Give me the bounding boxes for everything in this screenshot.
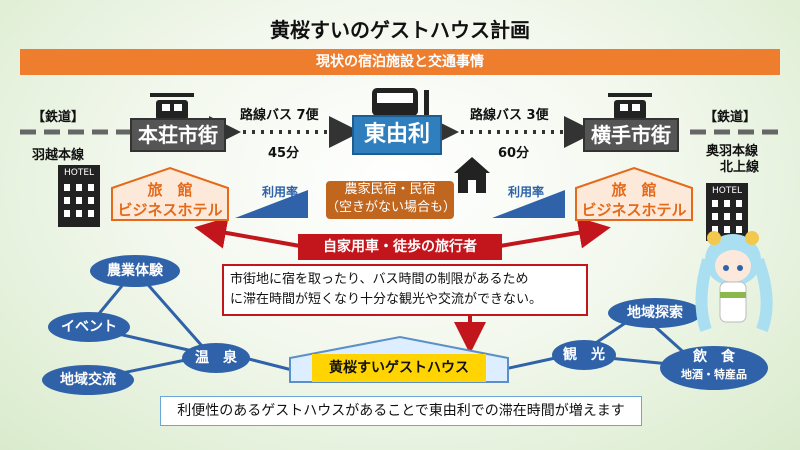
left-lodging-ryokan: 旅 館 (147, 181, 193, 199)
bubble-explore: 地域探索 (608, 298, 702, 328)
right-rail-line-2: 北上線 (720, 160, 760, 175)
bubble-sightseeing: 観 光 (552, 340, 616, 370)
right-bus-label: 路線バス 3便 (470, 108, 549, 123)
mascot-illustration (695, 231, 773, 333)
problem-line-1: 市街地に宿を取ったり、バス時間の制限があるため (230, 272, 529, 287)
problem-line-2: に滞在時間が短くなり十分な観光や交流ができない。 (230, 292, 543, 307)
bubble-agriculture: 農業体験 (90, 255, 180, 287)
section-banner: 現状の宿泊施設と交通事情 (20, 49, 780, 75)
right-lodging-business: ビジネスホテル (581, 201, 687, 219)
arrow-right (499, 216, 611, 249)
city-higashiyuri: 東由利 (352, 115, 442, 155)
right-rail-line-1: 奥羽本線 (706, 144, 759, 159)
right-bus-time: 60分 (498, 146, 530, 161)
farmstay-box: 農家民宿・民宿 （空きがない場合も） (326, 181, 457, 219)
bubble-food: 飲 食 地酒・特産品 (660, 346, 768, 390)
travelers-banner: 自家用車・徒歩の旅行者 (298, 234, 502, 260)
right-rail-tag: 【鉄道】 (704, 110, 757, 125)
left-hotel-sign: HOTEL (64, 168, 95, 178)
farmstay-title: 農家民宿・民宿 (344, 182, 436, 197)
city-honjo: 本荘市街 (130, 118, 226, 152)
house-icon (454, 157, 490, 193)
bubble-food-title: 飲 食 (693, 349, 735, 365)
city-yokote: 横手市街 (583, 118, 679, 152)
left-rail-tag: 【鉄道】 (32, 110, 85, 125)
left-lodging: 旅 館 ビジネスホテル (112, 180, 228, 220)
right-lodging: 旅 館 ビジネスホテル (576, 180, 692, 220)
left-usage-label: 利用率 (262, 185, 299, 199)
guesthouse-name: 黄桜すいゲストハウス (312, 354, 486, 382)
arrow-left (194, 217, 301, 249)
right-lodging-ryokan: 旅 館 (611, 181, 657, 199)
left-rail-line: 羽越本線 (32, 148, 85, 163)
usage-triangle-right (492, 190, 565, 218)
right-usage-label: 利用率 (508, 185, 545, 199)
right-hotel-sign: HOTEL (712, 186, 743, 196)
bubble-event: イベント (48, 312, 130, 342)
lodging-shape-right (575, 166, 693, 221)
left-lodging-business: ビジネスホテル (117, 201, 223, 219)
conclusion-text: 利便性のあるゲストハウスがあることで東由利での滞在時間が増えます (160, 396, 642, 426)
bubble-exchange: 地域交流 (42, 365, 134, 395)
farmstay-note: （空きがない場合も） (326, 200, 457, 215)
hotel-icon-left (58, 165, 100, 227)
bubble-onsen: 温 泉 (182, 343, 250, 373)
usage-triangle-left (235, 190, 308, 218)
right-rail-lines: 奥羽本線 北上線 (706, 144, 759, 176)
page-title: 黄桜すいのゲストハウス計画 (270, 18, 530, 42)
lodging-shape-left (111, 166, 229, 221)
left-bus-time: 45分 (268, 146, 300, 161)
bubble-food-sub: 地酒・特産品 (681, 368, 747, 381)
left-bus-label: 路線バス 7便 (240, 108, 319, 123)
problem-box: 市街地に宿を取ったり、バス時間の制限があるため に滞在時間が短くなり十分な観光や… (222, 264, 588, 316)
